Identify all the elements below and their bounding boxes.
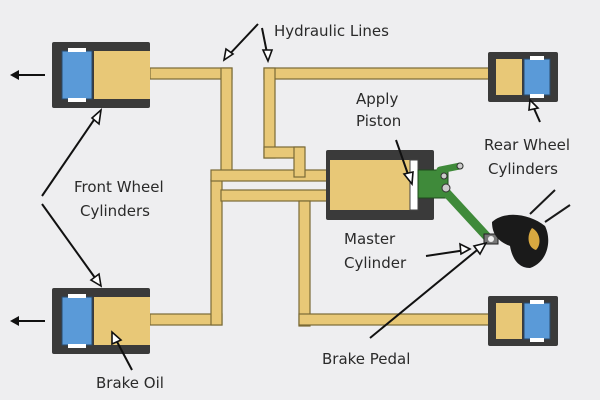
label-front-wheel: Front Wheel	[74, 178, 164, 196]
label-brake-oil: Brake Oil	[96, 374, 164, 392]
label-front-cylinders: Cylinders	[80, 202, 150, 220]
rear-wheel-cylinder-bottom	[488, 296, 558, 346]
brake-pedal	[483, 189, 571, 268]
label-master: Master	[344, 230, 396, 248]
front-wheel-cylinder-bottom	[52, 288, 150, 354]
labels: Hydraulic Lines Apply Piston Rear Wheel …	[74, 22, 570, 392]
pipe-to-master-bottom	[220, 189, 330, 202]
piston-front-bottom	[61, 296, 93, 346]
piston-rear-top	[523, 58, 551, 96]
apply-piston	[409, 159, 419, 211]
pipe-to-master-top	[210, 169, 330, 182]
label-rear-wheel: Rear Wheel	[484, 136, 570, 154]
pointer-arrows	[41, 23, 541, 371]
label-rear-cylinders: Cylinders	[488, 160, 558, 178]
pipe-left-riser-top	[220, 67, 233, 181]
label-apply: Apply	[356, 90, 398, 108]
rear-wheel-cylinder-top	[488, 52, 558, 102]
pipe-front-top	[149, 67, 233, 80]
force-arrows	[10, 70, 45, 326]
front-wheel-cylinder-top	[52, 42, 150, 108]
pipe-rear-bottom	[298, 313, 491, 326]
label-piston: Piston	[356, 112, 401, 130]
arrow-left-icon	[10, 316, 19, 326]
label-master-cylinder: Cylinder	[344, 254, 407, 272]
pipe-rear-top-riser	[263, 67, 276, 159]
piston-rear-bottom	[523, 302, 551, 340]
brake-oil-area	[94, 297, 150, 345]
piston-front-top	[61, 50, 93, 100]
pedal-lever	[439, 185, 495, 245]
pipe-rear-bottom-riser	[298, 200, 311, 327]
arrow-left-icon	[10, 70, 19, 80]
pipe-rear-top-drop	[293, 146, 306, 178]
pipe-left-riser-bottom	[210, 179, 223, 326]
master-cylinder	[326, 150, 495, 245]
label-brake-pedal: Brake Pedal	[322, 350, 410, 368]
pipe-rear-top	[263, 67, 491, 80]
label-hydraulic-lines: Hydraulic Lines	[274, 22, 389, 40]
foot-icon	[492, 214, 549, 268]
